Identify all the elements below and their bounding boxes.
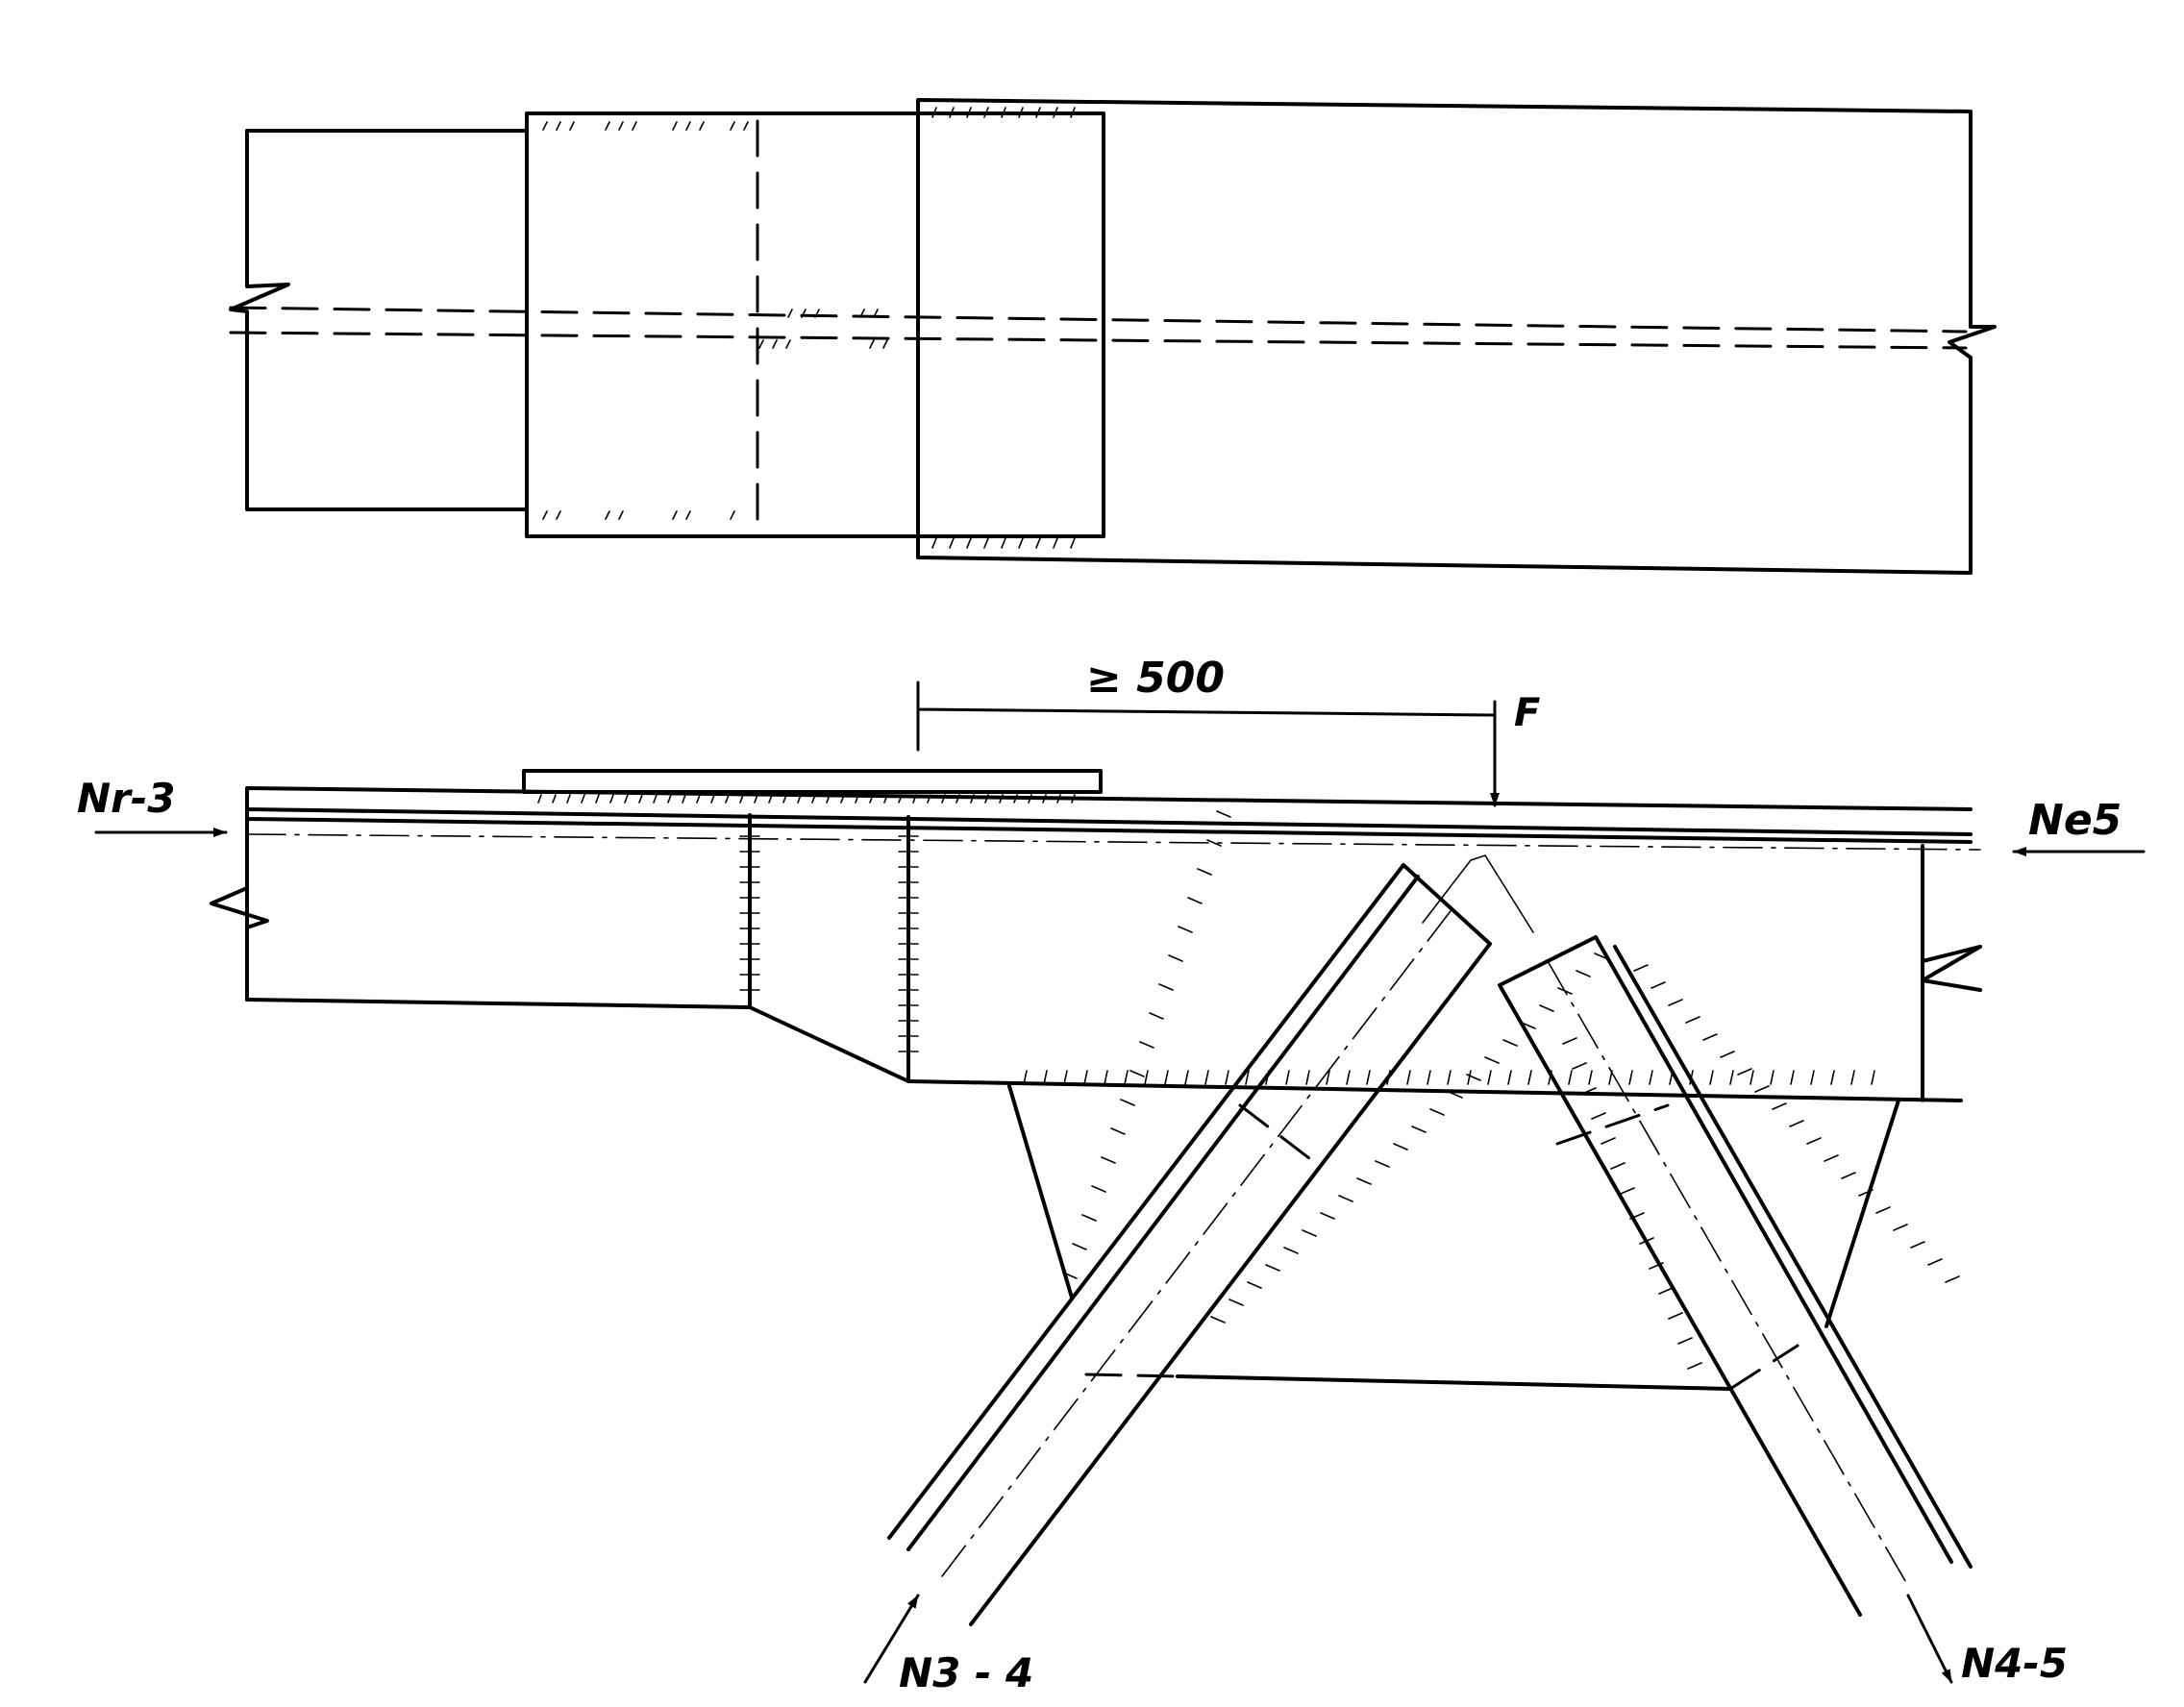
n-brace-left-arrow: [863, 1594, 920, 1684]
n-brace-right-label: N4-5: [1961, 1640, 2068, 1687]
force-f-label: F: [1514, 691, 1540, 735]
transition-plate: [748, 815, 910, 1083]
chord-centerline: [246, 833, 1981, 851]
top-chord: [245, 786, 1973, 1002]
elevation-view: [94, 680, 2146, 1684]
plan-right-chord: [916, 98, 1997, 575]
left-chord-web: [210, 813, 752, 1009]
plan-gusset-plate: [525, 111, 1105, 538]
n-brace-right-arrow: [1906, 1594, 1953, 1684]
splice-cover-plate: [522, 769, 1103, 794]
left-brace: [887, 863, 1492, 1626]
gusset-bottom-edge: [906, 844, 1982, 1102]
plan-left-chord: [229, 129, 529, 511]
elevation-welds: [537, 794, 1960, 1370]
n-right-label: Ne5: [2028, 796, 2122, 845]
left-brace-axis: [941, 903, 1457, 1577]
right-brace-axis: [1547, 960, 1909, 1587]
dimension-label: ≥ 500: [1086, 654, 1225, 703]
node-guide-lines: [1422, 854, 1534, 933]
plan-hidden-lines: [229, 98, 1968, 559]
right-brace: [1498, 935, 1973, 1617]
n-brace-left-label: N3 - 4: [899, 1649, 1033, 1696]
plan-welds: [542, 107, 1076, 549]
n-left-label: Nr-3: [77, 775, 176, 822]
lower-gusset: [1007, 1084, 1900, 1391]
plan-view: [229, 98, 1997, 575]
brace-hidden-ends: [1084, 1103, 1799, 1391]
